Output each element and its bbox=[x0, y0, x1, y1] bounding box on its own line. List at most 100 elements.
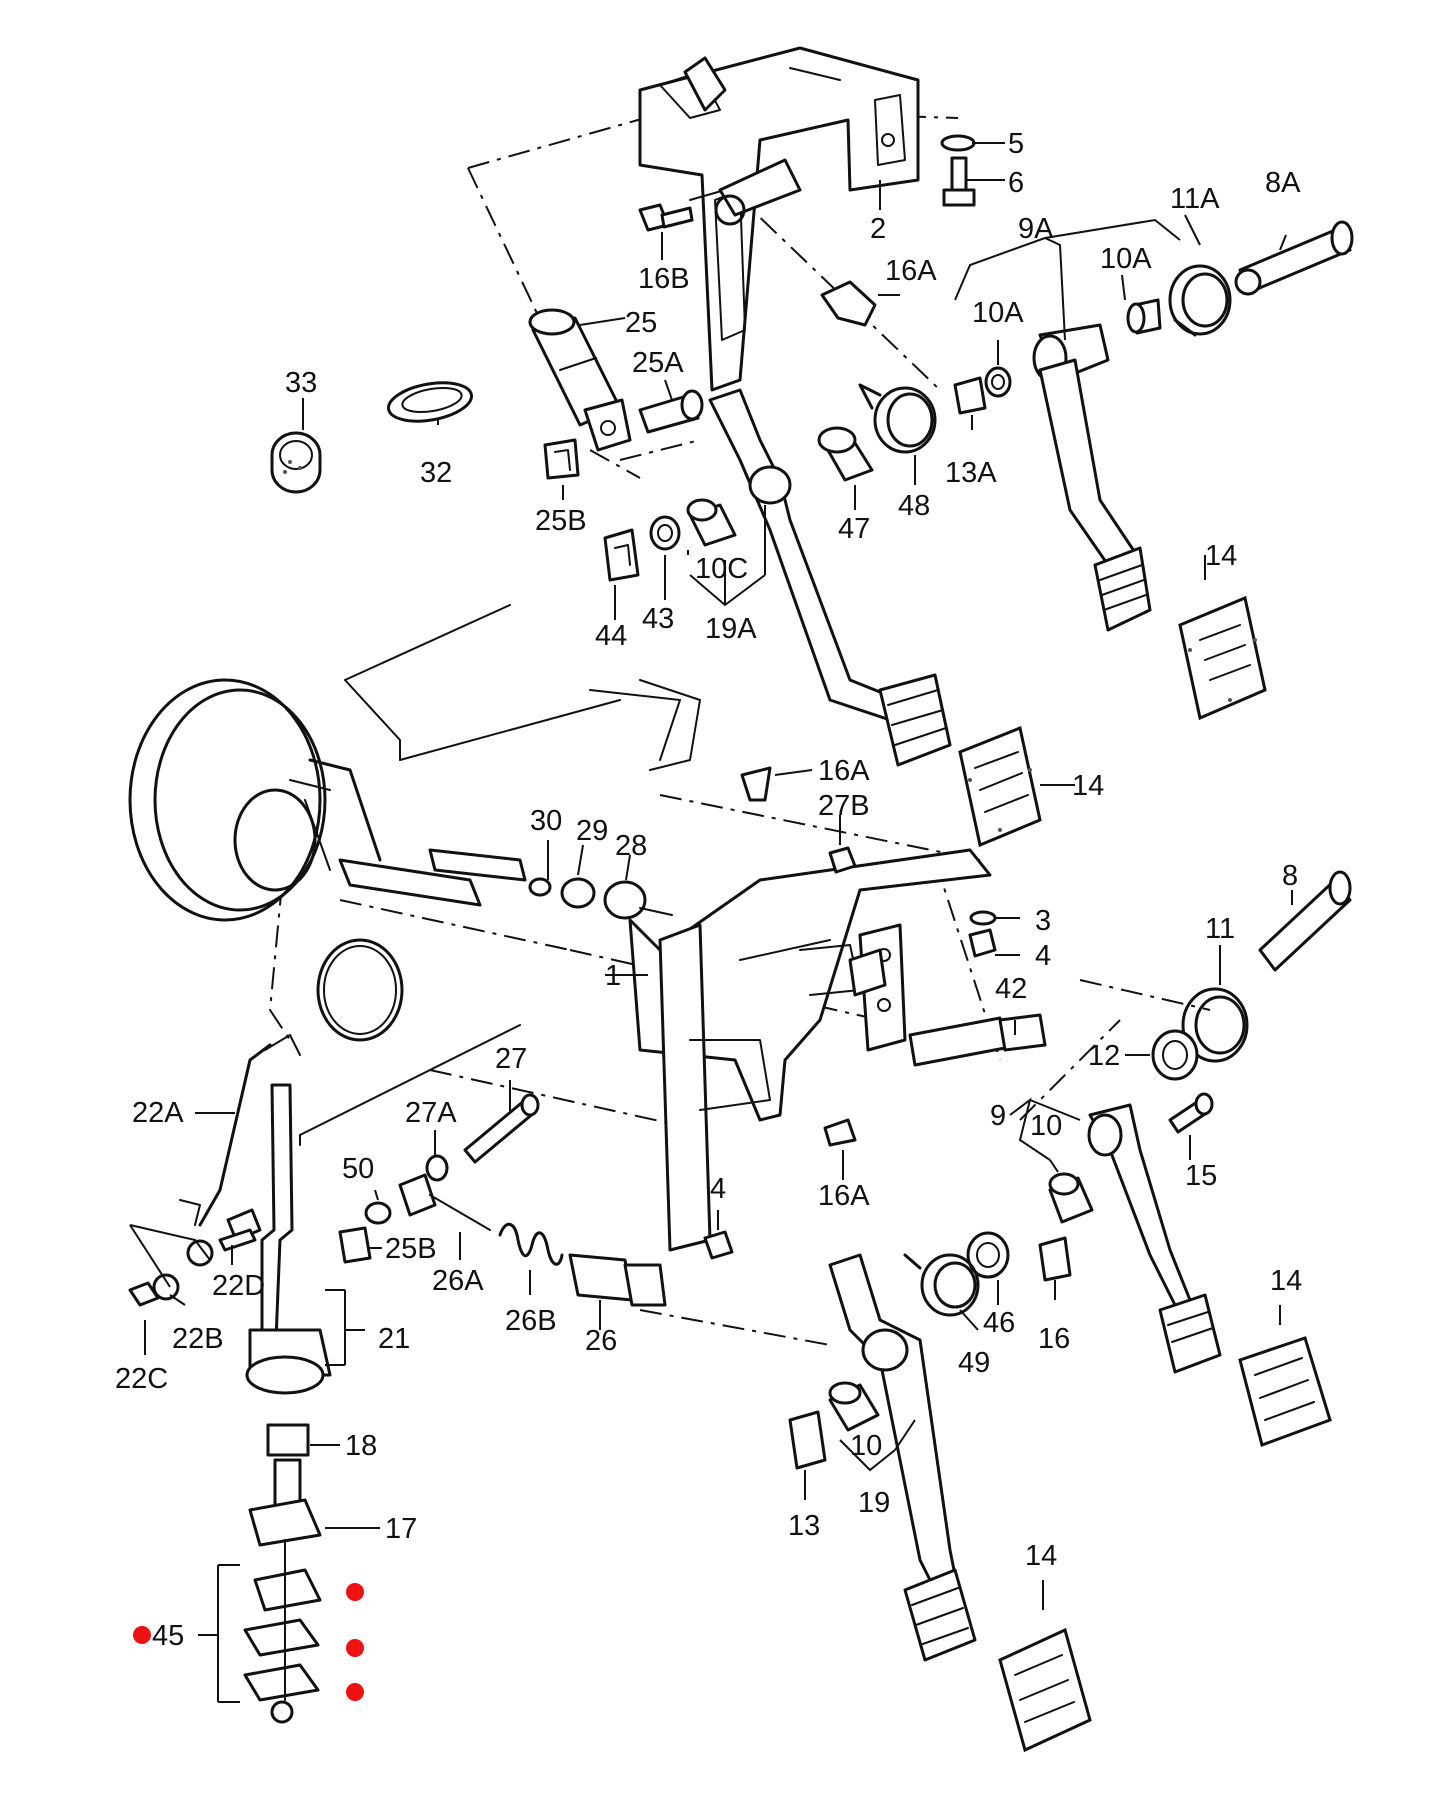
label-44: 44 bbox=[595, 620, 627, 652]
label-26B: 26B bbox=[505, 1305, 557, 1337]
label-17: 17 bbox=[385, 1513, 417, 1545]
clip-13 bbox=[788, 1410, 827, 1470]
label-14-c: 14 bbox=[1270, 1265, 1302, 1297]
label-27A: 27A bbox=[405, 1097, 457, 1129]
label-16: 16 bbox=[1038, 1323, 1070, 1355]
label-8A: 8A bbox=[1265, 167, 1301, 199]
bushing-10-a bbox=[1048, 1172, 1094, 1224]
clip-25B-low bbox=[338, 1226, 372, 1264]
pedal-9A bbox=[1032, 323, 1152, 632]
clip-13A bbox=[953, 376, 987, 415]
pedal-pad-14-d bbox=[998, 1627, 1092, 1753]
washer-27A bbox=[425, 1154, 449, 1182]
label-32: 32 bbox=[420, 457, 452, 489]
bushing-10-b bbox=[828, 1381, 880, 1432]
washer-3 bbox=[969, 910, 997, 926]
red-markers bbox=[133, 1583, 364, 1701]
clip-44 bbox=[603, 528, 640, 582]
label-1: 1 bbox=[605, 960, 621, 992]
pushrod-assembly bbox=[338, 848, 673, 920]
firewall-panel bbox=[299, 604, 701, 1146]
label-43: 43 bbox=[642, 603, 674, 635]
label-27B: 27B bbox=[818, 790, 870, 822]
spring-26B bbox=[498, 1222, 564, 1266]
label-22A: 22A bbox=[132, 1097, 184, 1129]
main-pedal-bracket-1 bbox=[628, 848, 992, 1252]
label-49: 49 bbox=[958, 1347, 990, 1379]
pin-27 bbox=[463, 1093, 540, 1164]
bolt-16B bbox=[638, 203, 694, 232]
pedal-pad-14-b bbox=[958, 725, 1042, 848]
retainer-45 bbox=[243, 1539, 322, 1724]
label-19: 19 bbox=[858, 1487, 890, 1519]
nut-4-a bbox=[968, 928, 997, 958]
bolt-22D bbox=[218, 1208, 262, 1252]
label-19A: 19A bbox=[705, 613, 757, 645]
label-26: 26 bbox=[585, 1325, 617, 1357]
bushing-10A-b bbox=[984, 366, 1012, 398]
label-28: 28 bbox=[615, 830, 647, 862]
clip-25B-top bbox=[543, 438, 580, 480]
label-4-b: 4 bbox=[710, 1173, 726, 1205]
rod-26A bbox=[398, 1173, 491, 1231]
label-26A: 26A bbox=[432, 1265, 484, 1297]
label-9: 9 bbox=[990, 1100, 1006, 1132]
label-8: 8 bbox=[1282, 860, 1298, 892]
clip-16A-mid bbox=[740, 766, 772, 802]
washer-43 bbox=[649, 515, 681, 551]
marker-dot-2 bbox=[346, 1639, 364, 1657]
marker-dot-1 bbox=[346, 1583, 364, 1601]
label-33: 33 bbox=[285, 367, 317, 399]
bushing-47 bbox=[817, 426, 874, 482]
label-47: 47 bbox=[838, 513, 870, 545]
label-14-a: 14 bbox=[1205, 540, 1237, 572]
bolt-6 bbox=[942, 156, 976, 207]
label-21: 21 bbox=[378, 1323, 410, 1355]
brake-booster bbox=[128, 678, 382, 922]
pedal-19 bbox=[828, 1253, 977, 1662]
label-3: 3 bbox=[1035, 905, 1051, 937]
cable-22A bbox=[179, 1034, 301, 1227]
cable-21 bbox=[245, 1083, 332, 1395]
nut-27B bbox=[828, 846, 857, 874]
nut-22C bbox=[128, 1281, 160, 1307]
part-labels: 5 6 2 8A 11A 9A 10A 10A 16B 16A 25 25A 3… bbox=[115, 128, 1302, 1652]
label-14-b: 14 bbox=[1072, 770, 1104, 802]
master-cylinder-25 bbox=[528, 308, 632, 452]
label-10A-a: 10A bbox=[1100, 243, 1152, 275]
label-27: 27 bbox=[495, 1043, 527, 1075]
washer-22B bbox=[152, 1239, 214, 1301]
pad-32 bbox=[387, 381, 473, 423]
label-25: 25 bbox=[625, 307, 657, 339]
label-6: 6 bbox=[1008, 167, 1024, 199]
pin-8 bbox=[1258, 870, 1352, 972]
label-30: 30 bbox=[530, 805, 562, 837]
label-10C: 10C bbox=[695, 553, 748, 585]
washer-5 bbox=[940, 134, 976, 152]
marker-dot-3 bbox=[346, 1683, 364, 1701]
label-11A: 11A bbox=[1170, 183, 1220, 215]
spring-48 bbox=[858, 383, 937, 454]
label-50: 50 bbox=[342, 1153, 374, 1185]
bushing-18 bbox=[266, 1423, 310, 1507]
label-15: 15 bbox=[1185, 1160, 1217, 1192]
bolt-15 bbox=[1168, 1092, 1214, 1134]
clip-16A-top bbox=[820, 280, 877, 327]
label-48: 48 bbox=[898, 490, 930, 522]
pin-8A bbox=[1234, 220, 1354, 296]
pedal-pad-14-c bbox=[1238, 1336, 1332, 1447]
label-25B-top: 25B bbox=[535, 505, 587, 537]
label-13: 13 bbox=[788, 1510, 820, 1542]
bushing-10A-a bbox=[1126, 298, 1162, 335]
pedal-19A bbox=[708, 388, 952, 767]
label-29: 29 bbox=[576, 815, 608, 847]
label-42: 42 bbox=[995, 973, 1027, 1005]
label-16A-mid: 16A bbox=[818, 755, 870, 787]
label-16A-top: 16A bbox=[885, 255, 937, 287]
grommet-33 bbox=[270, 431, 322, 494]
spring-11 bbox=[1181, 987, 1249, 1063]
leader-lines bbox=[129, 142, 1293, 1703]
label-22B: 22B bbox=[172, 1323, 224, 1355]
cylinder-26 bbox=[568, 1253, 667, 1307]
